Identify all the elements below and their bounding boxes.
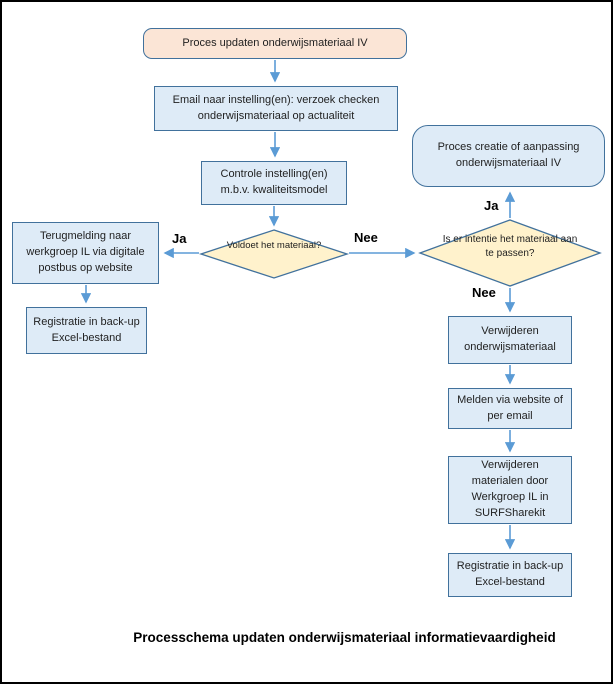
decision-voldoet-label: Voldoet het materiaal?: [226, 240, 322, 251]
verwijderen-node: Verwijderen onderwijsmateriaal: [448, 316, 572, 364]
edge-label-ja-left: Ja: [172, 231, 187, 246]
edge-label-nee-down: Nee: [472, 285, 496, 300]
proces-creatie-node: Proces creatie of aanpassing onderwijsma…: [412, 125, 605, 187]
terugmelding-node: Terugmelding naar werkgroep IL via digit…: [12, 222, 159, 284]
melden-node: Melden via website of per email: [448, 388, 572, 429]
start-node: Proces updaten onderwijsmateriaal IV: [143, 28, 407, 59]
diagram-title: Processchema updaten onderwijsmateriaal …: [133, 630, 556, 645]
edge-label-nee-right: Nee: [354, 230, 378, 245]
email-check-node: Email naar instelling(en): verzoek check…: [154, 86, 398, 131]
controle-node: Controle instelling(en) m.b.v. kwaliteit…: [201, 161, 347, 205]
decision-intentie-shape: [418, 219, 602, 287]
decision-voldoet-shape: [198, 229, 350, 279]
edge-label-ja-up: Ja: [484, 198, 499, 213]
verwijderen-sharekit-node: Verwijderen materialen door Werkgroep IL…: [448, 456, 572, 524]
registratie-right-node: Registratie in back-up Excel-bestand: [448, 553, 572, 597]
decision-intentie-label: Is er intentie het materiaal aan te pass…: [442, 234, 578, 259]
registratie-left-node: Registratie in back-up Excel-bestand: [26, 307, 147, 354]
